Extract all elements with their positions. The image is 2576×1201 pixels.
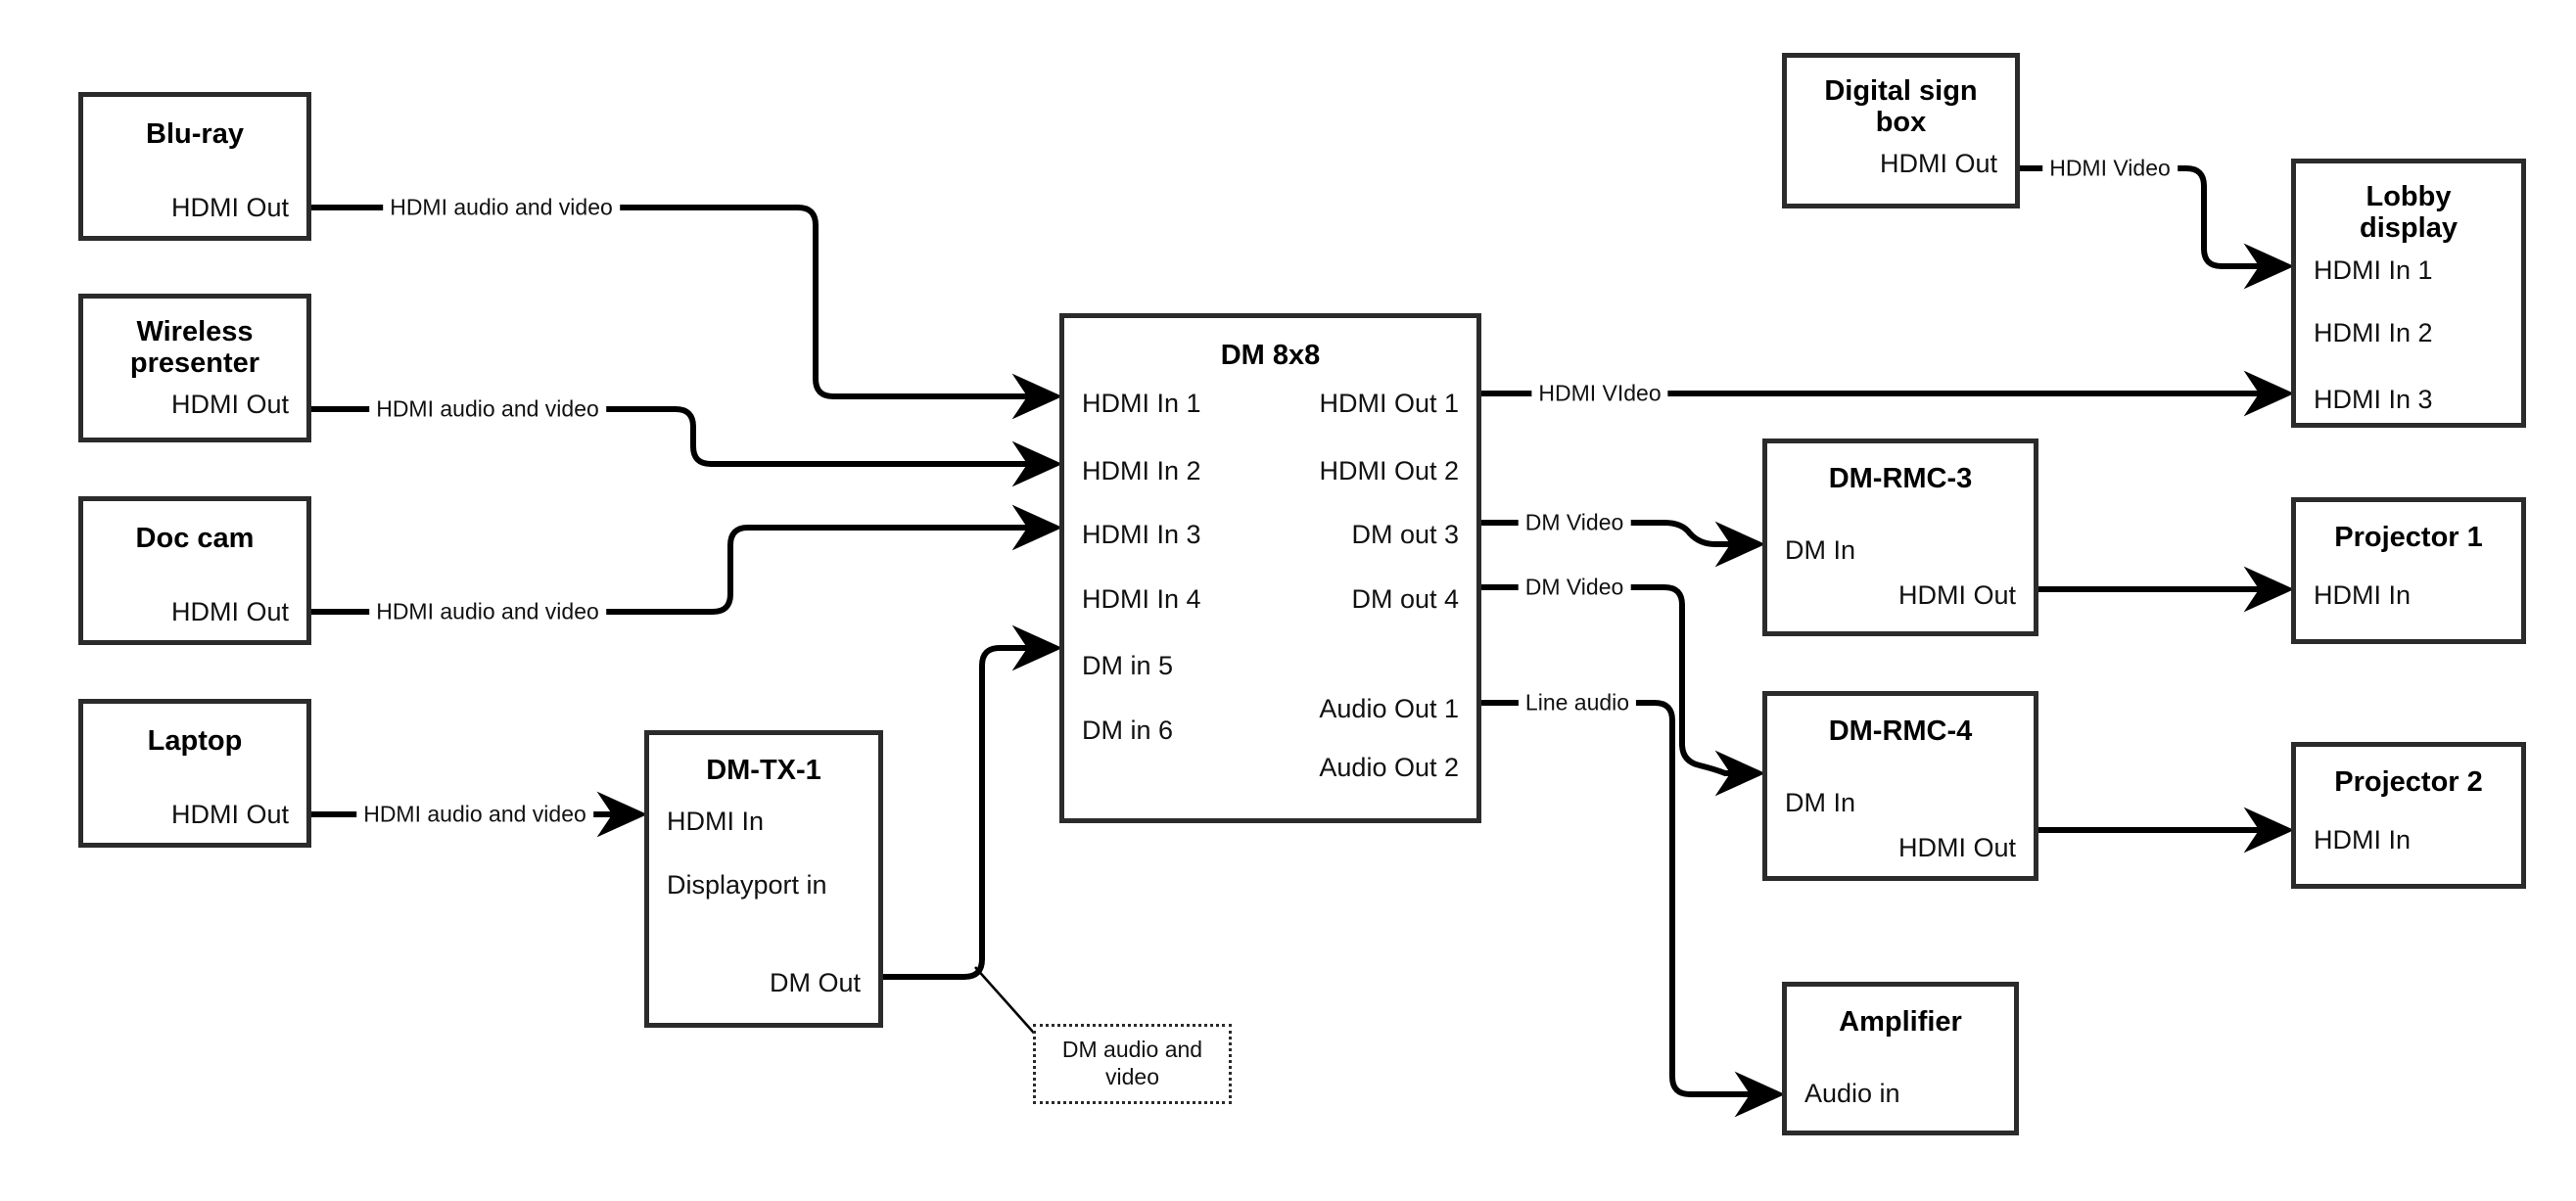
port-dmrmc4-dm-in[interactable]: DM In xyxy=(1785,788,1856,817)
port-dm8x8-dm-in-6[interactable]: DM in 6 xyxy=(1082,716,1174,745)
port-dmtx1-displayport-in[interactable]: Displayport in xyxy=(667,870,827,900)
node-dm-rmc-4[interactable]: DM-RMC-4 DM In HDMI Out xyxy=(1762,691,2038,881)
port-signbox-hdmi-out[interactable]: HDMI Out xyxy=(1879,149,1997,178)
node-dm-8x8-title: DM 8x8 xyxy=(1220,340,1321,371)
port-dm8x8-hdmi-out-1[interactable]: HDMI Out 1 xyxy=(1319,389,1459,418)
wire-label-bluray: HDMI audio and video xyxy=(383,194,620,221)
node-digital-sign-box[interactable]: Digital sign box HDMI Out xyxy=(1782,53,2020,208)
node-amplifier-title: Amplifier xyxy=(1839,1006,1962,1038)
wire-doccam-to-dm8x8 xyxy=(311,504,1063,615)
node-laptop-title: Laptop xyxy=(147,725,243,757)
wire-label-laptop: HDMI audio and video xyxy=(356,801,593,828)
port-lobby-hdmi-in-3[interactable]: HDMI In 3 xyxy=(2314,385,2433,414)
wire-label-wireless: HDMI audio and video xyxy=(369,395,606,423)
node-projector-2-title: Projector 2 xyxy=(2334,766,2483,798)
node-wireless-presenter[interactable]: Wireless presenter HDMI Out xyxy=(78,294,311,442)
wire-label-dm-out-4: DM Video xyxy=(1518,574,1631,601)
node-wireless-presenter-title: Wireless presenter xyxy=(129,316,260,380)
port-dmtx1-hdmi-in[interactable]: HDMI In xyxy=(667,807,765,836)
wire-dm8x8-dmout3-to-dmrmc3 xyxy=(1481,520,1766,568)
node-dm-rmc-3-title: DM-RMC-3 xyxy=(1828,463,1973,494)
node-doc-cam[interactable]: Doc cam HDMI Out xyxy=(78,496,311,645)
port-wireless-hdmi-out[interactable]: HDMI Out xyxy=(170,390,289,419)
port-projector1-hdmi-in[interactable]: HDMI In xyxy=(2314,580,2412,610)
node-dm-tx-1-title: DM-TX-1 xyxy=(706,755,821,786)
node-amplifier[interactable]: Amplifier Audio in xyxy=(1782,982,2019,1135)
wire-label-hdmi-out-1: HDMI VIdeo xyxy=(1531,380,1668,407)
port-dm8x8-dm-in-5[interactable]: DM in 5 xyxy=(1082,651,1174,680)
port-dm8x8-dm-out-4[interactable]: DM out 4 xyxy=(1351,584,1459,614)
port-dm8x8-audio-out-2[interactable]: Audio Out 2 xyxy=(1319,753,1459,782)
node-projector-2[interactable]: Projector 2 HDMI In xyxy=(2291,742,2526,889)
callout-dm-audio-and-video: DM audio and video xyxy=(1033,1024,1232,1104)
node-dm-rmc-3[interactable]: DM-RMC-3 DM In HDMI Out xyxy=(1762,439,2038,636)
node-projector-1[interactable]: Projector 1 HDMI In xyxy=(2291,497,2526,644)
port-projector2-hdmi-in[interactable]: HDMI In xyxy=(2314,825,2412,855)
node-lobby-display[interactable]: Lobby display HDMI In 1 HDMI In 2 HDMI I… xyxy=(2291,159,2526,428)
port-dm8x8-hdmi-in-2[interactable]: HDMI In 2 xyxy=(1082,456,1201,485)
node-lobby-display-title: Lobby display xyxy=(2360,181,2458,245)
wire-signbox-to-lobby xyxy=(2020,165,2295,290)
node-dm-rmc-4-title: DM-RMC-4 xyxy=(1828,716,1973,747)
wire-label-dm-out-3: DM Video xyxy=(1518,509,1631,536)
port-dmrmc3-dm-in[interactable]: DM In xyxy=(1785,535,1856,565)
node-bluray[interactable]: Blu-ray HDMI Out xyxy=(78,92,311,241)
wire-label-sign-box: HDMI Video xyxy=(2042,155,2178,182)
port-amplifier-audio-in[interactable]: Audio in xyxy=(1804,1079,1900,1108)
wire-dm8x8-dmout4-to-dmrmc4 xyxy=(1481,584,1766,797)
wire-wireless-to-dm8x8 xyxy=(311,406,1063,487)
node-projector-1-title: Projector 1 xyxy=(2334,522,2483,553)
port-laptop-hdmi-out[interactable]: HDMI Out xyxy=(170,800,289,829)
port-dmrmc3-hdmi-out[interactable]: HDMI Out xyxy=(1897,580,2016,610)
wire-label-audio-out-1: Line audio xyxy=(1518,689,1637,716)
node-dm-tx-1[interactable]: DM-TX-1 HDMI In Displayport in DM Out xyxy=(644,730,883,1028)
leader-line-callout xyxy=(974,966,1041,1040)
port-lobby-hdmi-in-2[interactable]: HDMI In 2 xyxy=(2314,318,2433,347)
wire-dm8x8-audioout1-to-amplifier xyxy=(1481,700,1786,1118)
port-dm8x8-dm-out-3[interactable]: DM out 3 xyxy=(1351,520,1459,549)
port-bluray-hdmi-out[interactable]: HDMI Out xyxy=(170,193,289,222)
port-dmrmc4-hdmi-out[interactable]: HDMI Out xyxy=(1897,833,2016,862)
port-dm8x8-hdmi-in-1[interactable]: HDMI In 1 xyxy=(1082,389,1201,418)
port-dmtx1-dm-out[interactable]: DM Out xyxy=(769,968,861,997)
port-dm8x8-hdmi-in-3[interactable]: HDMI In 3 xyxy=(1082,520,1201,549)
port-dm8x8-hdmi-in-4[interactable]: HDMI In 4 xyxy=(1082,584,1201,614)
port-dm8x8-hdmi-out-2[interactable]: HDMI Out 2 xyxy=(1319,456,1459,485)
port-dm8x8-audio-out-1[interactable]: Audio Out 1 xyxy=(1319,694,1459,723)
port-doccam-hdmi-out[interactable]: HDMI Out xyxy=(170,597,289,626)
node-digital-sign-box-title: Digital sign box xyxy=(1824,75,1978,139)
node-bluray-title: Blu-ray xyxy=(146,118,244,150)
node-laptop[interactable]: Laptop HDMI Out xyxy=(78,699,311,848)
wire-label-doccam: HDMI audio and video xyxy=(369,598,606,625)
wire-dmtx1-to-dm8x8 xyxy=(883,624,1063,980)
port-lobby-hdmi-in-1[interactable]: HDMI In 1 xyxy=(2314,255,2433,285)
wire-bluray-to-dm8x8 xyxy=(311,205,1063,420)
node-dm-8x8[interactable]: DM 8x8 HDMI In 1 HDMI In 2 HDMI In 3 HDM… xyxy=(1059,313,1481,823)
node-doc-cam-title: Doc cam xyxy=(135,523,255,554)
